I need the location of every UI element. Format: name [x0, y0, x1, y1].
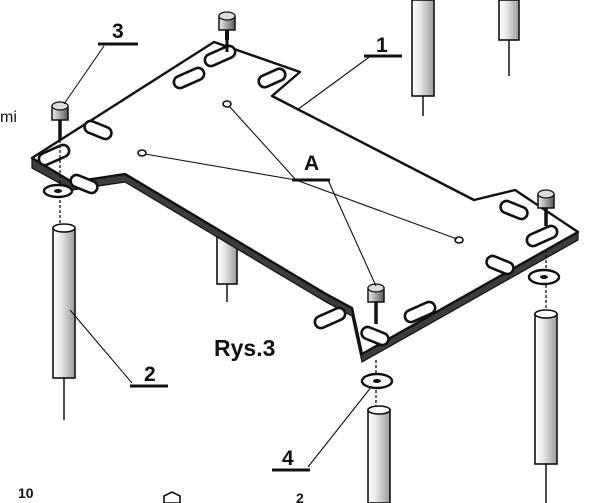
hole-a-3: [454, 236, 464, 244]
left-edge-text: mi: [0, 109, 17, 126]
slot-11: [403, 300, 437, 324]
svg-text:1: 1: [376, 34, 388, 57]
slot-10: [313, 306, 347, 330]
leg-front-center: [360, 283, 394, 503]
mounting-holes: [137, 100, 464, 244]
hole-a-1: [137, 149, 147, 157]
partial-bolt-bottom: [163, 491, 181, 503]
slot-7: [499, 199, 529, 221]
slot-4: [83, 119, 113, 141]
figure-caption: Rys.3: [214, 335, 275, 361]
leader-1: [296, 54, 373, 111]
base-plate: [30, 40, 580, 356]
leader-a-4: [327, 179, 377, 287]
leader-a-2: [228, 105, 297, 181]
leg-front-left: [42, 101, 76, 420]
bottom-mid-number: 2: [296, 490, 304, 503]
callout-washer: 4: [272, 447, 310, 472]
leader-a-1: [144, 153, 297, 181]
leader-4: [307, 385, 373, 468]
leader-a-3: [295, 179, 458, 240]
svg-text:2: 2: [144, 363, 156, 386]
slot-9: [485, 254, 515, 276]
slot-6: [69, 173, 99, 195]
hole-a-2: [222, 100, 232, 108]
callout-bolt: 3: [98, 20, 138, 46]
partial-leg-top-right-a: [411, 0, 435, 116]
slot-8: [525, 224, 559, 248]
slot-12: [360, 325, 390, 347]
slot-2: [172, 66, 206, 90]
leg-right: [527, 189, 561, 503]
slot-5: [37, 143, 71, 167]
leader-lines: [63, 45, 458, 468]
callout-plate: 1: [364, 34, 402, 58]
svg-text:A: A: [304, 152, 319, 175]
leader-2: [69, 309, 133, 384]
svg-text:3: 3: [112, 20, 124, 43]
partial-leg-top-right-b: [498, 0, 520, 76]
callout-hole-marker: A: [292, 152, 330, 182]
bolt-back-center: [218, 11, 236, 52]
slot-3: [257, 67, 287, 89]
bottom-left-number: 10: [18, 485, 34, 501]
callout-leg: 2: [130, 363, 168, 388]
svg-text:4: 4: [282, 447, 294, 470]
leader-3: [63, 45, 105, 105]
